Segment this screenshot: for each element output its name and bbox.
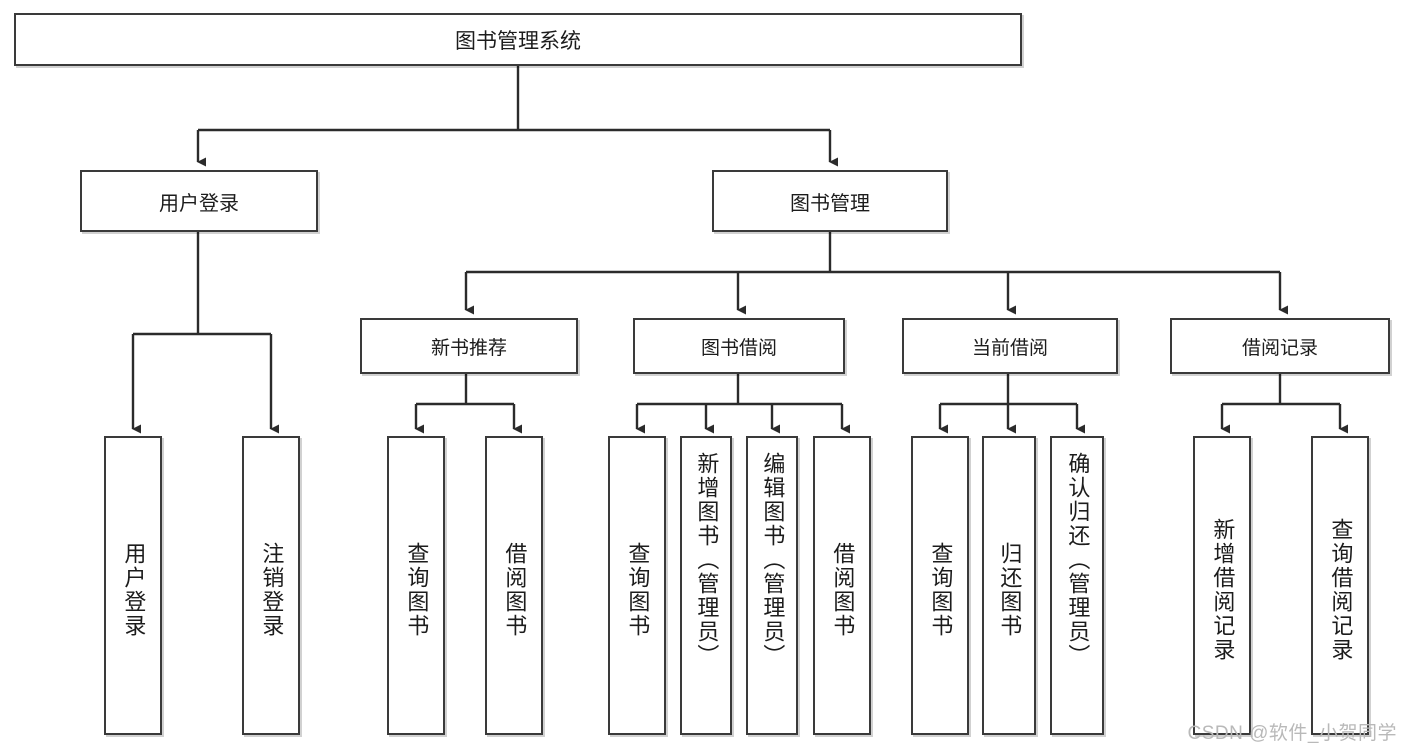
node-label: 查询借阅记录 (1328, 517, 1354, 662)
node-current-borrow[interactable]: 当前借阅 (902, 318, 1118, 374)
node-label: 当前借阅 (971, 337, 1048, 359)
node-root-book-management-system[interactable]: 图书管理系统 (14, 13, 1022, 66)
node-label: 查询图书 (625, 541, 651, 638)
leaf-query-book-current[interactable]: 查询图书 (911, 436, 969, 735)
leaf-text-wrap: 注销登录 (258, 446, 285, 733)
node-label: 图书借阅 (700, 337, 777, 359)
leaf-text-wrap: 查询图书 (927, 446, 954, 733)
node-user-login[interactable]: 用户登录 (80, 170, 318, 232)
node-label: 图书管理系统 (455, 29, 581, 53)
leaf-logout-login[interactable]: 注销登录 (242, 436, 300, 735)
leaf-borrow-book-recommend[interactable]: 借阅图书 (485, 436, 543, 735)
node-borrow-records[interactable]: 借阅记录 (1170, 318, 1390, 374)
leaf-text-wrap: 编辑图书（管理员） (759, 446, 786, 739)
node-book-borrow[interactable]: 图书借阅 (633, 318, 845, 374)
node-label: 借阅图书 (502, 541, 528, 638)
leaf-query-book-borrow[interactable]: 查询图书 (608, 436, 666, 735)
node-label: 注销登录 (259, 541, 285, 638)
node-label: 借阅图书 (830, 541, 856, 638)
node-label: 确认归还（管理员） (1065, 452, 1091, 668)
node-label: 查询图书 (928, 541, 954, 638)
leaf-edit-book-admin[interactable]: 编辑图书（管理员） (746, 436, 798, 735)
leaf-text-wrap: 借阅图书 (829, 446, 856, 733)
leaf-text-wrap: 新增借阅记录 (1209, 446, 1236, 733)
leaf-confirm-return-admin[interactable]: 确认归还（管理员） (1050, 436, 1104, 735)
leaf-text-wrap: 查询图书 (403, 446, 430, 733)
node-label: 用户登录 (159, 192, 239, 215)
watermark-label: CSDN @软件_小贺同学 (1187, 723, 1397, 744)
leaf-query-book-recommend[interactable]: 查询图书 (387, 436, 445, 735)
node-new-book-recommend[interactable]: 新书推荐 (360, 318, 578, 374)
leaf-text-wrap: 确认归还（管理员） (1064, 446, 1091, 739)
leaf-text-wrap: 查询图书 (624, 446, 651, 733)
leaf-return-book[interactable]: 归还图书 (982, 436, 1036, 735)
node-label: 归还图书 (997, 541, 1023, 638)
leaf-user-login[interactable]: 用户登录 (104, 436, 162, 735)
leaf-text-wrap: 新增图书（管理员） (693, 446, 720, 739)
node-label: 用户登录 (121, 541, 147, 638)
leaf-query-borrow-record[interactable]: 查询借阅记录 (1311, 436, 1369, 735)
node-label: 借阅记录 (1241, 337, 1318, 359)
leaf-text-wrap: 用户登录 (120, 446, 147, 733)
leaf-add-borrow-record[interactable]: 新增借阅记录 (1193, 436, 1251, 735)
node-label: 新书推荐 (430, 337, 507, 359)
leaf-text-wrap: 借阅图书 (501, 446, 528, 733)
leaf-text-wrap: 归还图书 (996, 446, 1023, 733)
node-book-management[interactable]: 图书管理 (712, 170, 948, 232)
node-label: 编辑图书（管理员） (760, 452, 786, 668)
node-label: 新增图书（管理员） (694, 452, 720, 668)
node-label: 图书管理 (790, 192, 870, 215)
leaf-add-book-admin[interactable]: 新增图书（管理员） (680, 436, 732, 735)
node-label: 查询图书 (404, 541, 430, 638)
leaf-borrow-book[interactable]: 借阅图书 (813, 436, 871, 735)
node-label: 新增借阅记录 (1210, 517, 1236, 662)
leaf-text-wrap: 查询借阅记录 (1327, 446, 1354, 733)
